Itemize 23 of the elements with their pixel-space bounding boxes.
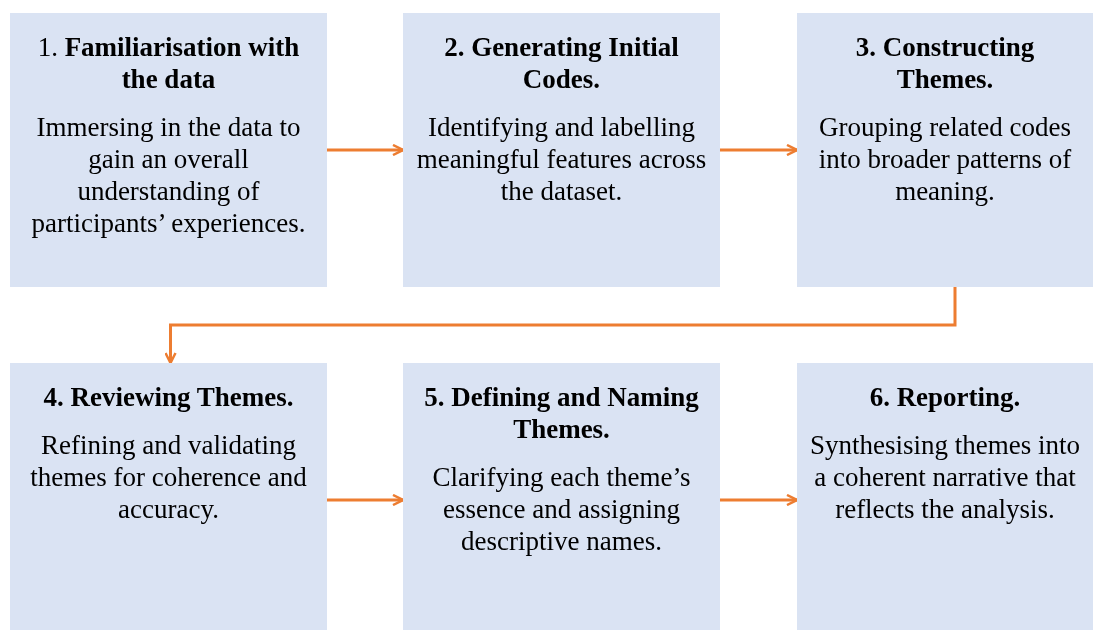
step-box	[403, 13, 720, 287]
step-box	[797, 13, 1093, 287]
step-title: 6. Reporting.	[869, 381, 1021, 413]
step-description: Refining and validating themes for coherence and accuracy.	[29, 429, 308, 525]
step-description: Identifying and labelling meaningful features across the dataset.	[415, 111, 708, 207]
arrow	[720, 493, 799, 507]
step-description: Immersing in the data to gain an overall understanding of participants’ experiences.	[30, 111, 307, 239]
step-title: 3. Constructing Themes.	[854, 31, 1036, 95]
step-box	[403, 363, 720, 630]
step-title: 1. Familiarisation with the data	[36, 31, 301, 95]
arrow	[327, 143, 405, 157]
arrow	[164, 287, 957, 365]
step-title: 2. Generating Initial Codes.	[443, 31, 680, 95]
step-title: 5. Defining and Naming Themes.	[423, 381, 700, 445]
step-box	[10, 13, 327, 287]
step-box	[797, 363, 1093, 630]
step-box	[10, 363, 327, 630]
step-description: Clarifying each theme’s essence and assigning descriptive names.	[431, 461, 692, 557]
step-description: Synthesising themes into a coherent narrative that reflects the analysis.	[809, 429, 1081, 525]
arrow	[720, 143, 799, 157]
arrow	[327, 493, 405, 507]
step-description: Grouping related codes into broader patterns of meaning.	[817, 111, 1073, 207]
step-title: 4. Reviewing Themes.	[43, 381, 294, 413]
